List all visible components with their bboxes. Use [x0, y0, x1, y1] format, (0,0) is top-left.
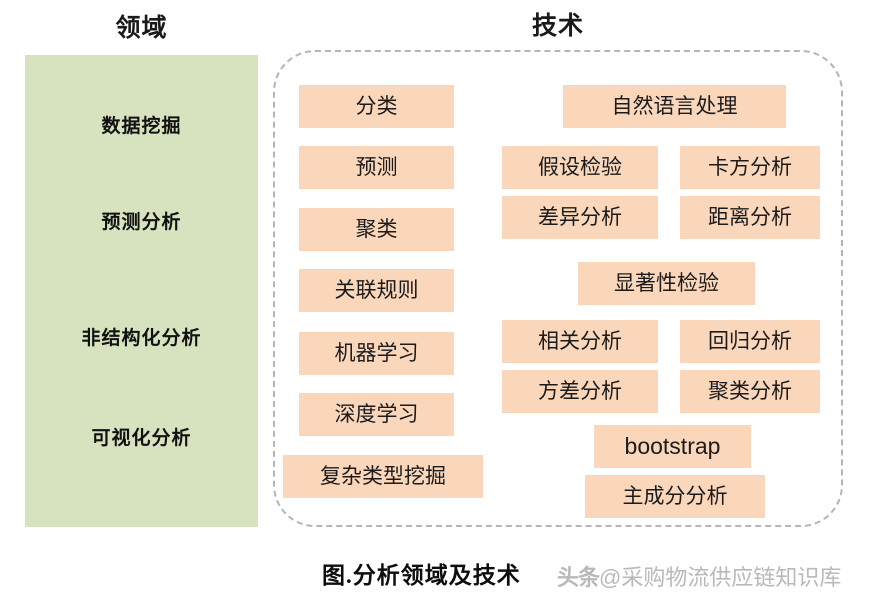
tech-chip-significance-testing: 显著性检验 [578, 262, 755, 305]
tech-chip-difference-analysis: 差异分析 [502, 196, 658, 239]
tech-chip-complex-type-mining: 复杂类型挖掘 [283, 455, 483, 498]
tech-chip-cluster-analysis: 聚类分析 [680, 370, 820, 413]
tech-chip-machine-learning: 机器学习 [299, 332, 454, 375]
tech-chip-regression-analysis: 回归分析 [680, 320, 820, 363]
tech-chip-deep-learning: 深度学习 [299, 393, 454, 436]
tech-chip-classification: 分类 [299, 85, 454, 128]
domain-column-header: 领域 [115, 14, 168, 42]
tech-chip-chi-square-analysis: 卡方分析 [680, 146, 820, 189]
watermark: 头条@采购物流供应链知识库 [557, 560, 841, 592]
technology-column-header: 技术 [531, 12, 584, 40]
tech-chip-prediction: 预测 [299, 146, 454, 189]
tech-chip-correlation-analysis: 相关分析 [502, 320, 658, 363]
domain-item-unstructured-analysis: 非结构化分析 [81, 328, 202, 349]
watermark-account: @采购物流供应链知识库 [599, 565, 842, 590]
domain-item-visualization-analysis: 可视化分析 [91, 428, 192, 449]
tech-chip-variance-analysis: 方差分析 [502, 370, 658, 413]
tech-chip-principal-component-analysis: 主成分分析 [585, 475, 765, 518]
tech-chip-natural-language-processing: 自然语言处理 [563, 85, 786, 128]
tech-chip-bootstrap: bootstrap [594, 425, 751, 468]
figure-caption: 图.分析领域及技术 [322, 563, 521, 588]
domain-panel: 数据挖掘 预测分析 非结构化分析 可视化分析 [25, 55, 258, 527]
technology-dashed-container [273, 50, 843, 527]
domain-item-data-mining: 数据挖掘 [101, 116, 182, 137]
watermark-source: 头条 [557, 565, 600, 590]
domain-item-predictive-analysis: 预测分析 [101, 212, 182, 233]
tech-chip-distance-analysis: 距离分析 [680, 196, 820, 239]
tech-chip-clustering: 聚类 [299, 208, 454, 251]
tech-chip-association-rules: 关联规则 [299, 269, 454, 312]
tech-chip-hypothesis-testing: 假设检验 [502, 146, 658, 189]
